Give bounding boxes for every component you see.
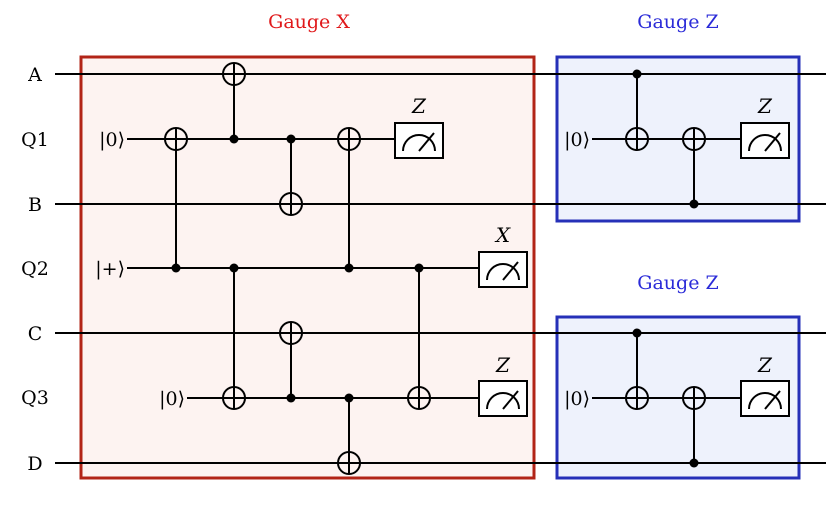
measurement-basis-q1-gauge-x: Z [411,94,427,118]
control-dot [689,458,699,468]
control-dot [344,263,354,273]
cnot-gate [682,386,706,468]
measurement-basis-gauge-z-bottom: Z [757,353,773,377]
cnot-gate [164,127,188,273]
init-state-q3-gauge-z-bottom: |0⟩ [564,388,590,410]
wire-label-a: A [27,64,42,86]
init-state-q2-gauge-x: |+⟩ [95,258,125,280]
target-xor [407,386,431,410]
cnot-gate [279,321,303,403]
control-dot [344,393,354,403]
gauge-z-bottom-gates [625,328,706,468]
wire-label-d: D [27,453,42,475]
measurement-basis-q3-gauge-x: Z [495,353,511,377]
cnot-gate [625,328,649,410]
target-xor [337,127,361,151]
target-xor [625,127,649,151]
control-dot [229,263,239,273]
cnot-gate [625,69,649,151]
target-xor [164,127,188,151]
control-dot [632,328,642,338]
target-xor [279,192,303,216]
target-xor [625,386,649,410]
measurement-meter-q2-gauge-x: X [478,223,528,288]
control-dot [689,199,699,209]
wire-label-c: C [28,323,43,345]
measurement-meter-gauge-z-top: Z [740,94,790,159]
cnot-gate [337,393,361,475]
cnot-gate [337,127,361,273]
target-xor [222,62,246,86]
gauge-z-top-title: Gauge Z [637,11,718,33]
cnot-gate [222,263,246,410]
gauge-x-title: Gauge X [268,11,350,33]
control-dot [286,393,296,403]
gauge-z-bottom-title: Gauge Z [637,272,718,294]
init-state-q1-gauge-z-top: |0⟩ [564,129,590,151]
gauge-z-top-gates [625,69,706,209]
measurement-meter-gauge-z-bottom: Z [740,353,790,417]
target-xor [682,127,706,151]
init-state-q3-gauge-x: |0⟩ [159,388,185,410]
control-dot [414,263,424,273]
gauge-x-gates [164,62,431,475]
cnot-gate [407,263,431,410]
control-dot [632,69,642,79]
measurement-basis-gauge-z-top: Z [757,94,773,118]
wire-label-b: B [28,194,42,216]
cnot-gate [279,134,303,216]
target-xor [337,451,361,475]
measurement-meter-q3-gauge-x: Z [478,353,528,417]
control-dot [286,134,296,144]
target-xor [682,386,706,410]
init-state-q1-gauge-x: |0⟩ [99,129,125,151]
target-xor [222,386,246,410]
control-dot [171,263,181,273]
measurement-meter-q1-gauge-x: Z [394,94,444,159]
wire-label-q3: Q3 [21,387,49,409]
wire-label-q2: Q2 [21,258,49,280]
cnot-gate [222,62,246,144]
target-xor [279,321,303,345]
wire-label-q1: Q1 [21,129,49,151]
measurement-basis-q2-gauge-x: X [494,223,511,247]
control-dot [229,134,239,144]
cnot-gate [682,127,706,209]
